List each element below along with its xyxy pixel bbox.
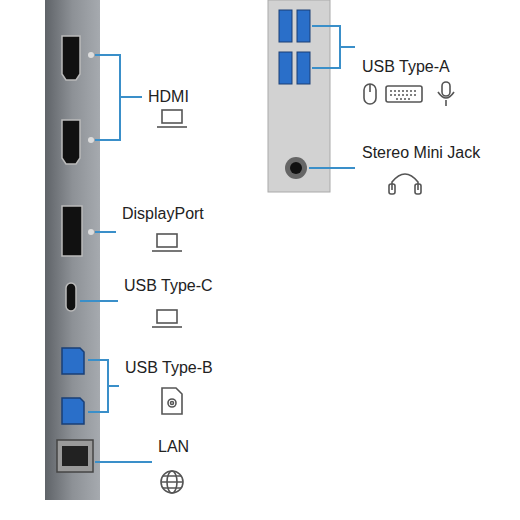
- audio-jack: [285, 157, 307, 179]
- usb-a-port: [297, 52, 310, 84]
- hdmi-port: [62, 36, 80, 80]
- port-marker: [88, 229, 94, 235]
- lan-port-inner: [62, 446, 88, 466]
- leader-lines: [80, 26, 355, 462]
- lan-port: [57, 440, 93, 472]
- audio-jack-hole: [290, 162, 302, 174]
- usb-c-port: [66, 283, 76, 311]
- port-marker: [88, 137, 94, 143]
- port-label: DisplayPort: [122, 204, 204, 224]
- leader-line: [108, 385, 119, 387]
- laptop-icon: [152, 234, 182, 251]
- usb-a-port: [297, 10, 310, 42]
- usb-a-port: [279, 10, 292, 42]
- headphones-icon: [389, 174, 421, 194]
- port-label: LAN: [158, 437, 189, 457]
- laptop-icon: [157, 110, 187, 127]
- laptop-icon: [152, 310, 182, 327]
- leader-line: [120, 96, 142, 98]
- bracket: [95, 55, 120, 140]
- leader-line: [80, 300, 118, 302]
- document-icon: [162, 388, 182, 414]
- globe-icon: [161, 471, 183, 493]
- port-label: USB Type-A: [362, 57, 450, 77]
- mouse-icon: [364, 84, 376, 104]
- rear-panel: [45, 0, 100, 500]
- leader-line: [340, 46, 355, 48]
- leader-line: [95, 461, 152, 463]
- bracket: [312, 26, 340, 68]
- usb-b-port: [62, 398, 84, 424]
- bracket: [88, 360, 108, 412]
- displayport-port: [62, 206, 82, 256]
- port-label: USB Type-C: [124, 276, 213, 296]
- keyboard-icon: [386, 86, 422, 102]
- hdmi-port: [62, 120, 80, 164]
- port-marker: [88, 52, 94, 58]
- port-label: HDMI: [148, 87, 189, 107]
- leader-line: [95, 231, 116, 233]
- usb-b-port: [62, 348, 84, 374]
- port-label: USB Type-B: [125, 358, 213, 378]
- microphone-icon: [438, 82, 454, 106]
- leader-line: [309, 167, 355, 169]
- usb-a-port: [279, 52, 292, 84]
- port-label: Stereo Mini Jack: [362, 143, 480, 163]
- side-panel: [268, 0, 330, 192]
